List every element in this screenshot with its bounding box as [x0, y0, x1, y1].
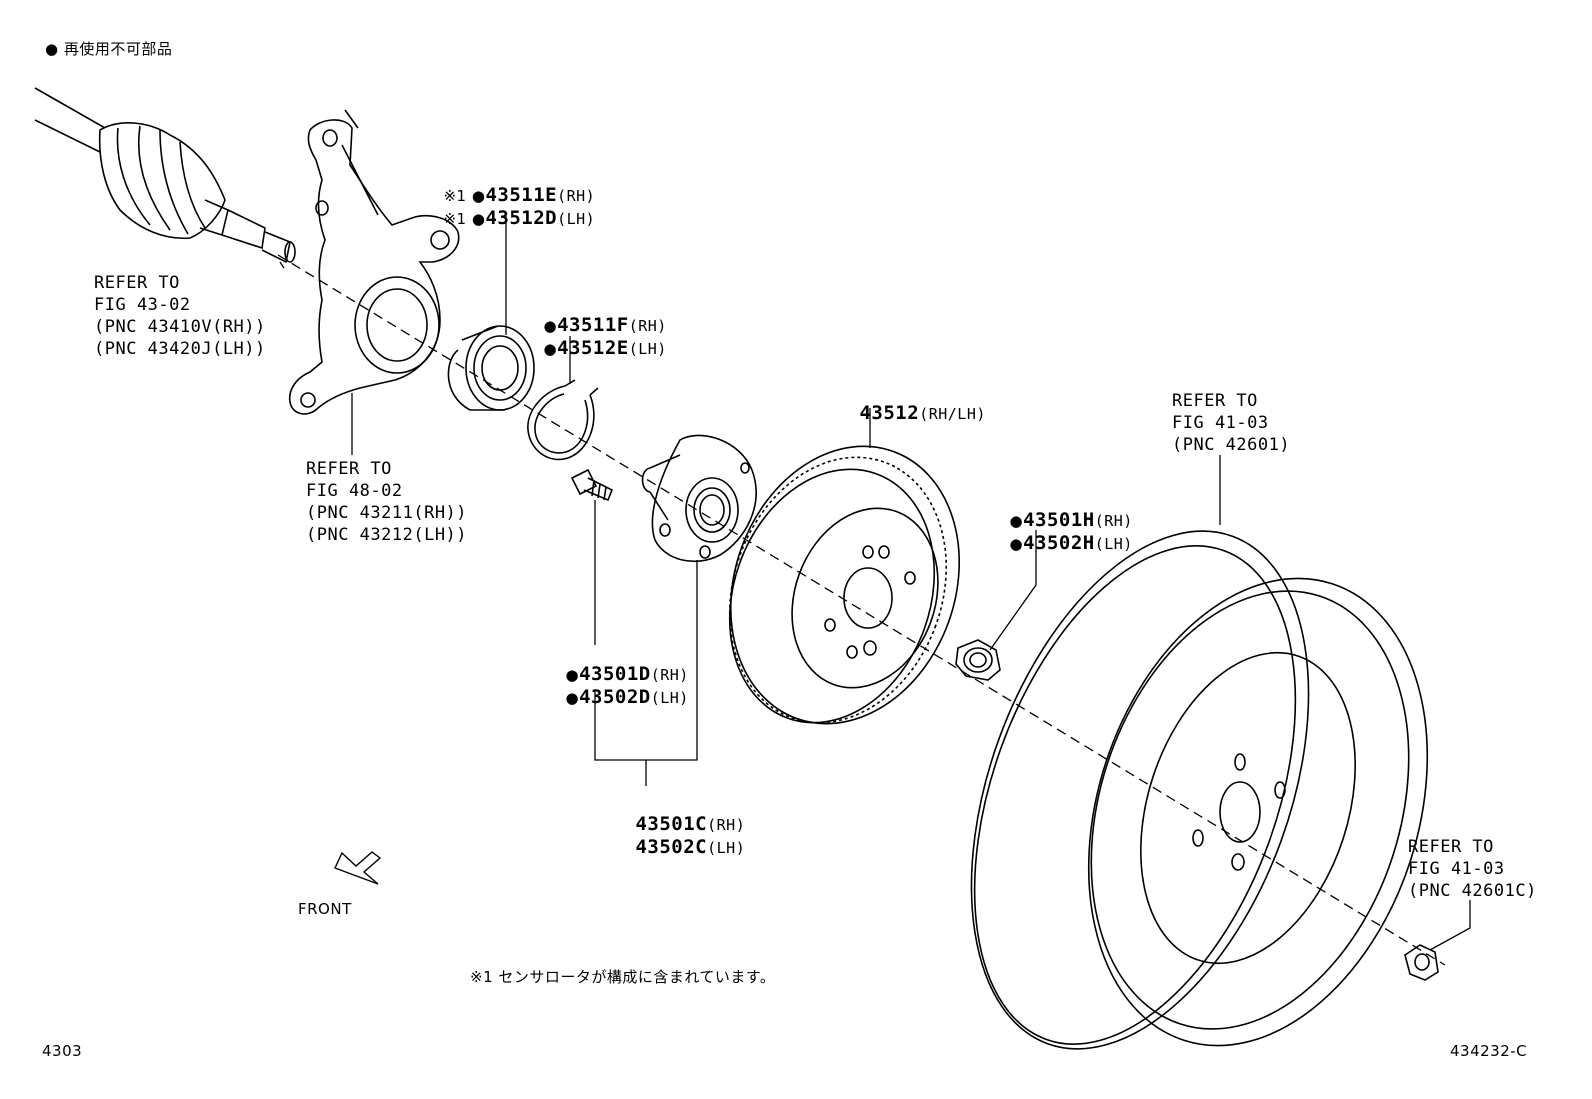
snap-ring-drawing: [527, 379, 599, 461]
hub-nut-drawing: [955, 639, 1001, 681]
part-label-hubnut-rh[interactable]: ●43501H(RH): [988, 487, 1133, 532]
part-prefix: ※1 ●: [443, 187, 486, 205]
part-number: 43501D: [579, 663, 651, 685]
front-label: FRONT: [298, 900, 352, 918]
part-label-hubnut-lh[interactable]: ●43502H(LH): [988, 510, 1133, 555]
wheel-reference: REFER TO FIG 41-03 (PNC 42601): [1172, 390, 1290, 456]
part-label-hub-rh[interactable]: 43501C(RH): [614, 791, 745, 836]
ref-line: (PNC 42601C): [1408, 881, 1537, 901]
part-label-bolt-rh[interactable]: ●43501D(RH): [544, 641, 689, 686]
part-side: (LH): [707, 839, 746, 857]
figure-code: 434232-C: [1450, 1042, 1528, 1060]
axis-centerline: [277, 254, 1446, 966]
part-prefix: ※1 ●: [443, 210, 486, 228]
part-label-bolt-lh[interactable]: ●43502D(LH): [544, 664, 689, 709]
part-label-bearing-lh[interactable]: ※1 ●43512D(LH): [422, 185, 595, 230]
part-side: (LH): [1094, 535, 1133, 553]
ref-line: (PNC 43410V(RH)): [94, 317, 266, 337]
ref-line: FIG 43-02: [94, 295, 191, 315]
wheel-nut-drawing: [1404, 944, 1439, 981]
part-label-snapring-lh[interactable]: ●43512E(LH): [522, 315, 667, 360]
part-number: 43512E: [557, 337, 629, 359]
part-prefix: ●: [1009, 512, 1024, 530]
part-number: 43502H: [1023, 532, 1095, 554]
part-number: 43511F: [557, 314, 629, 336]
legend-text: ● 再使用不可部品: [45, 40, 173, 58]
part-number: 43512D: [485, 207, 558, 229]
part-prefix: ●: [565, 666, 580, 684]
part-side: (RH/LH): [919, 405, 986, 423]
drive-shaft-reference: REFER TO FIG 43-02 (PNC 43410V(RH)) (PNC…: [94, 272, 266, 360]
page-number: 4303: [42, 1042, 83, 1060]
steering-knuckle-drawing: [288, 109, 460, 415]
part-label-hub-lh[interactable]: 43502C(LH): [614, 814, 745, 859]
part-side: (RH): [707, 816, 746, 834]
wheel-drawing: [970, 530, 1429, 1050]
part-number: 43502C: [635, 836, 708, 858]
part-number: 43511E: [485, 184, 558, 206]
leader-lines: [279, 216, 1471, 951]
hub-bolt-drawing: [570, 468, 614, 502]
axle-hub-drawing: [641, 434, 757, 563]
part-label-disc[interactable]: 43512(RH/LH): [838, 380, 986, 425]
part-prefix: ●: [565, 689, 580, 707]
part-side: (RH): [1094, 512, 1133, 530]
ref-line: (PNC 43211(RH)): [306, 503, 468, 523]
part-label-snapring-rh[interactable]: ●43511F(RH): [522, 292, 667, 337]
part-side: (LH): [628, 340, 667, 358]
ref-line: FIG 41-03: [1172, 413, 1269, 433]
front-arrow-icon: [334, 851, 382, 885]
part-side: (RH): [557, 187, 596, 205]
part-side: (LH): [557, 210, 596, 228]
ref-line: REFER TO: [94, 273, 180, 293]
ref-line: (PNC 43420J(LH)): [94, 339, 266, 359]
part-number: 43501H: [1023, 509, 1095, 531]
part-side: (LH): [650, 689, 689, 707]
brake-disc-drawing: [728, 445, 961, 725]
part-side: (RH): [650, 666, 689, 684]
part-label-bearing-rh[interactable]: ※1 ●43511E(RH): [422, 162, 595, 207]
ref-line: (PNC 43212(LH)): [306, 525, 468, 545]
ref-line: FIG 48-02: [306, 481, 403, 501]
ref-line: REFER TO: [306, 459, 392, 479]
knuckle-reference: REFER TO FIG 48-02 (PNC 43211(RH)) (PNC …: [306, 458, 467, 546]
ref-line: REFER TO: [1408, 837, 1494, 857]
part-side: (RH): [628, 317, 667, 335]
part-prefix: ●: [1009, 535, 1024, 553]
part-number: 43502D: [579, 686, 651, 708]
part-prefix: ●: [543, 340, 558, 358]
ref-line: (PNC 42601): [1172, 435, 1291, 455]
ref-line: REFER TO: [1172, 391, 1258, 411]
part-number: 43501C: [635, 813, 708, 835]
part-prefix: ●: [543, 317, 558, 335]
ref-line: FIG 41-03: [1408, 859, 1505, 879]
part-number: 43512: [859, 402, 920, 424]
sensor-rotor-note: ※1 センサロータが構成に含まれています。: [470, 968, 776, 986]
drive-shaft-drawing: [34, 87, 296, 264]
hub-bearing-drawing: [447, 325, 535, 411]
wheel-nut-reference: REFER TO FIG 41-03 (PNC 42601C): [1408, 836, 1537, 902]
